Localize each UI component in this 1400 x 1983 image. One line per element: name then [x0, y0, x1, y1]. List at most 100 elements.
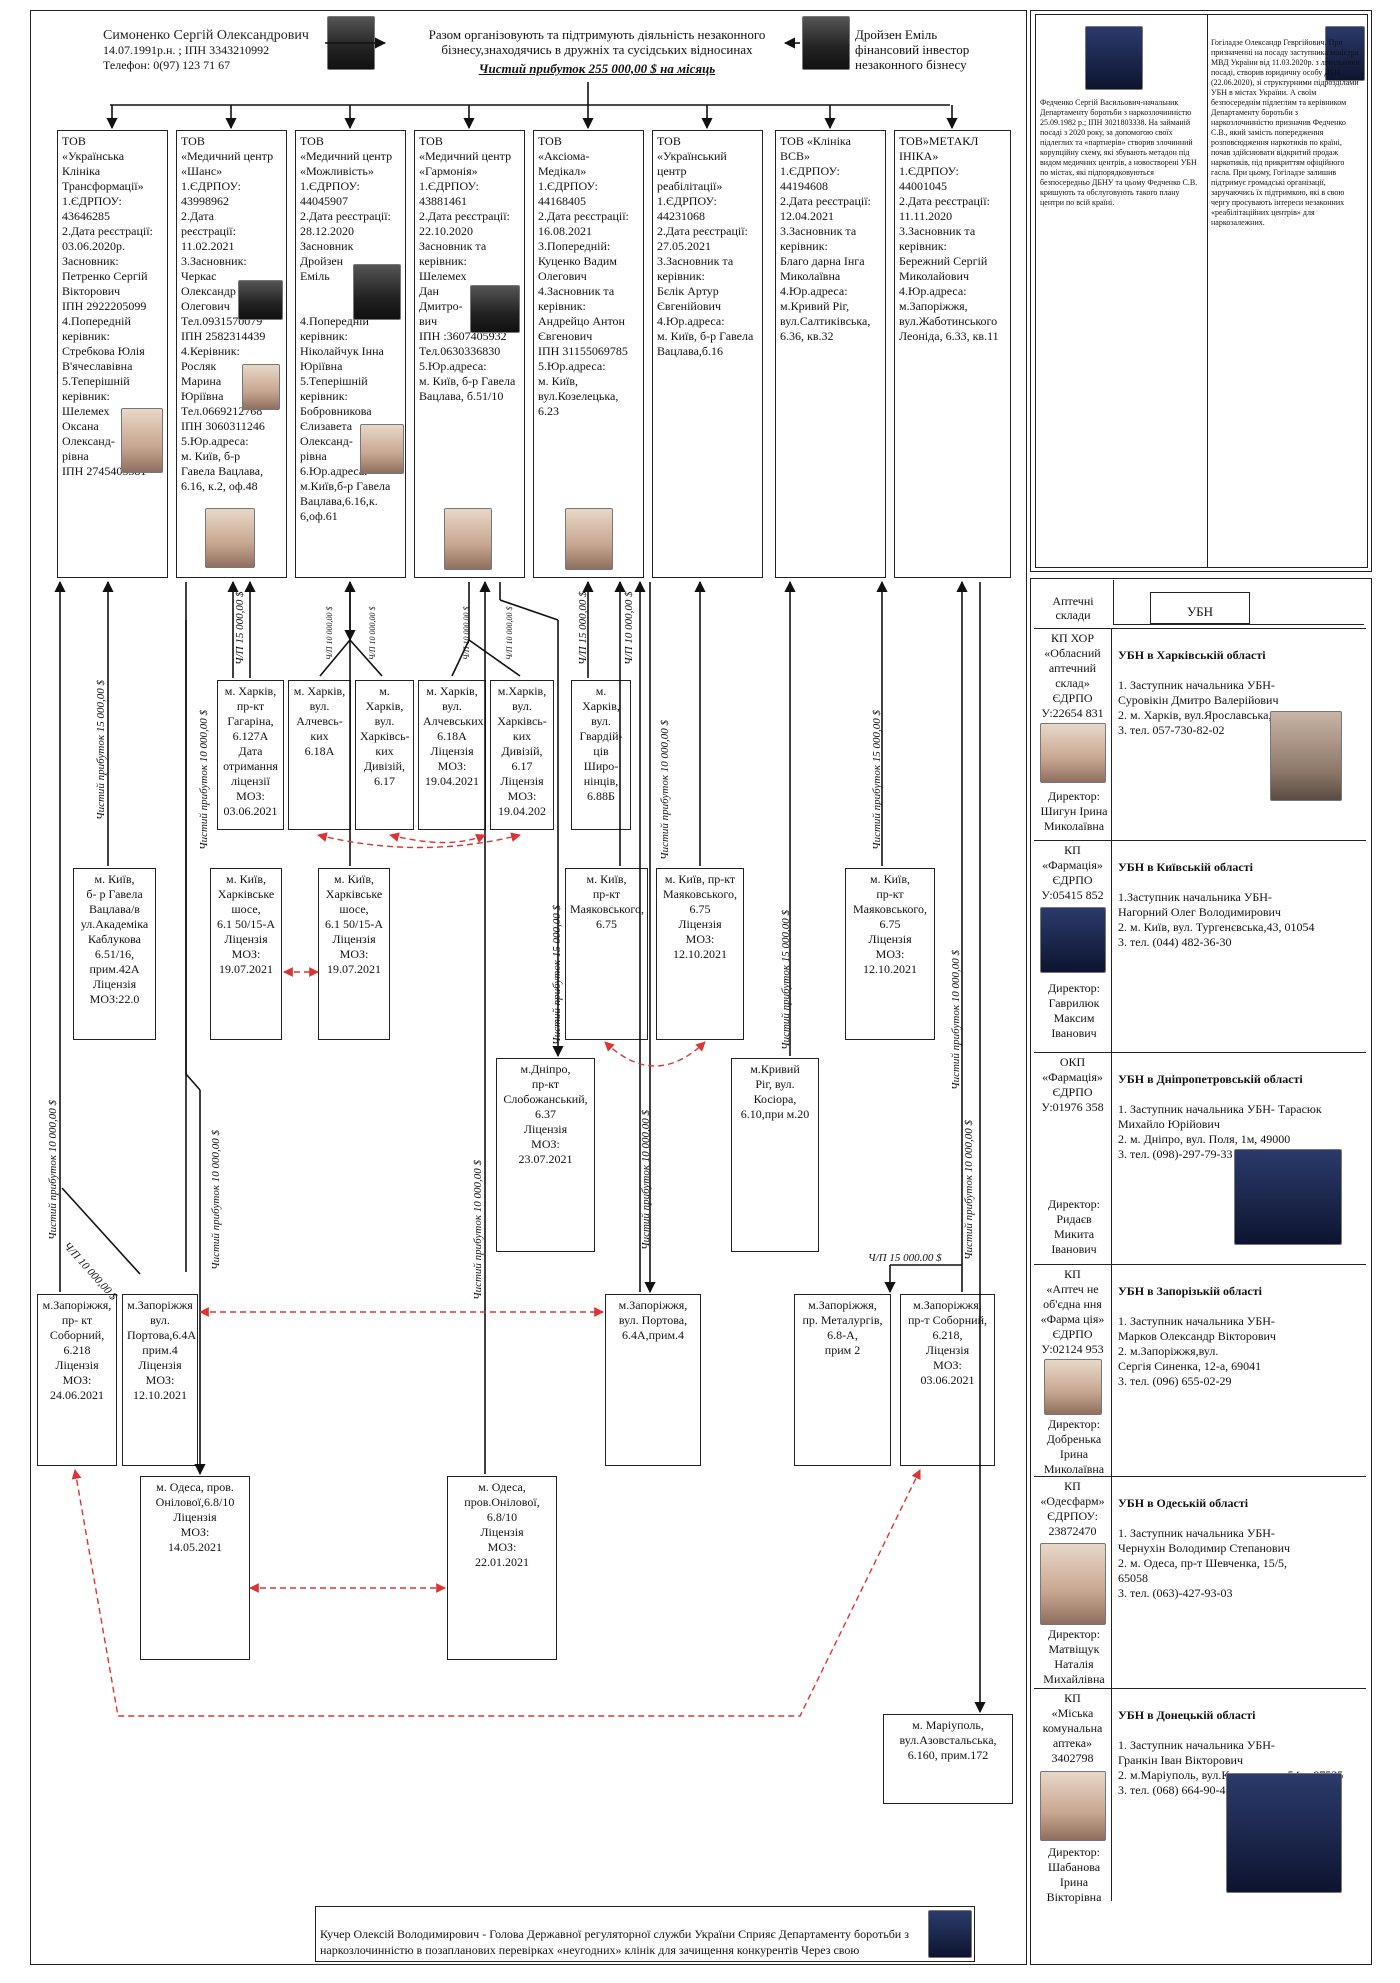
company-photo [205, 508, 255, 568]
director-name: Директор: Добренька Ірина Миколаївна [1043, 1417, 1105, 1476]
clinic-box: м.Запоріжжя, пр. Металургів, 6.8-А, прим… [794, 1294, 891, 1466]
flow-label: Чистий прибуток 15 000,00 $ [780, 909, 792, 1050]
person-left-name: Симоненко Сергій Олександрович [103, 28, 309, 43]
person-right-photo [802, 16, 850, 70]
flow-label: Ч/П 15 000,00 $ [577, 591, 589, 665]
director-photo [1040, 1771, 1106, 1841]
clinic-box: м. Київ, Харківське шосе, 6.1 50/15-А Лі… [318, 868, 390, 1040]
clinic-box: м. Харків, вул. Алчевсь- ких 6.18А [288, 680, 351, 830]
company-photo [353, 264, 401, 320]
flow-label: Чистий прибуток 10 000,00 $ [963, 1119, 975, 1260]
ubn-header-line2 [1113, 624, 1364, 625]
clinic-box: м. Київ, пр-кт Маяковського, 6.75 [565, 868, 648, 1040]
director-photo [1040, 907, 1106, 973]
director-photo [1040, 1543, 1106, 1625]
ubn-header-line [1113, 580, 1114, 624]
ubn-header-col1: Аптечні склади [1052, 594, 1094, 622]
clinic-box: м.Кривий Ріг, вул. Косіора, 6.10,при м.2… [731, 1058, 819, 1252]
ubn-header-col2: УБН [1186, 604, 1214, 619]
director-name: Директор: Гаврилюк Максим Іванович [1047, 981, 1101, 1040]
person-left: Симоненко Сергій Олександрович 14.07.199… [103, 28, 323, 73]
company-photo [238, 280, 283, 320]
clinic-box: м.Дніпро, пр-кт Слобожанський, 6.37 Ліце… [496, 1058, 595, 1252]
clinic-box: м. Харків, вул. Харківсь- ких Дивізій, 6… [355, 680, 414, 830]
company-photo [242, 364, 280, 410]
flow-label: Ч/П 10 000,00 $ [462, 606, 471, 660]
ubn-row-zaporizhzhia: КП «Аптеч не об'єдна ння «Фарма ція» ЄДР… [1034, 1264, 1366, 1477]
flow-label: Ч/П 15 000,00 $ [234, 591, 246, 665]
person-left-dob: 14.07.1991р.н. ; ІПН 3343210992 [103, 43, 270, 57]
ubn-frame [1030, 578, 1372, 1965]
flow-label: Чистий прибуток 10 000,00 $ [47, 1099, 59, 1240]
bottom-text: Кучер Олексій Володимирович - Голова Дер… [320, 1927, 909, 1961]
ubn-body: 1. Заступник начальника УБН- Чернухін Во… [1118, 1526, 1291, 1600]
flow-label: Чистий прибуток 15 000,00 $ [551, 904, 563, 1045]
clinic-box: м.Запоріжжя, пр- кт Соборний, 6.218 Ліце… [37, 1294, 117, 1466]
gogiladze-photo [1325, 26, 1365, 81]
flow-label: Чистий прибуток 10 000,00 $ [210, 1129, 222, 1270]
flow-label: Ч/П 10 000,00 $ [368, 606, 377, 660]
clinic-box: м. Київ, пр-кт Маяковського, 6.75 Ліценз… [656, 868, 744, 1040]
warehouse-name: ОКП «Фармація» ЄДРПО У:01976 358 [1041, 1055, 1104, 1114]
person-right: Дройзен Еміль фінансовий інвестор незако… [855, 27, 1005, 72]
warehouse-name: КП «Одесфарм» ЄДРПОУ: 23872470 [1040, 1479, 1105, 1538]
clinic-box: м.Запоріжжя, вул. Портова, 6.4А,прим.4 [605, 1294, 701, 1466]
director-name: Директор: Шабанова Ірина Вікторівна [1046, 1845, 1102, 1904]
warehouse-name: КП «Аптеч не об'єдна ння «Фарма ція» ЄДР… [1040, 1267, 1105, 1356]
flow-label: Чистий прибуток 10 000,00 $ [198, 709, 210, 850]
company-box: ТОВ «Українська Клініка Трансформації» 1… [57, 130, 168, 578]
company-box: ТОВ»МЕТАКЛ ІНІКА» 1.ЄДРПОУ: 44001045 2.Д… [894, 130, 1011, 578]
deputy-photo [1234, 1149, 1342, 1245]
flow-label: Чистий прибуток 10 000,00 $ [659, 719, 671, 860]
flow-label: Чистий прибуток 10 000,00 $ [950, 949, 962, 1090]
company-photo [565, 508, 613, 570]
clinic-box: м. Харків, пр-кт Гагаріна, 6.127А Дата о… [217, 680, 284, 830]
person-left-phone: Телефон: 0(97) 123 71 67 [103, 58, 231, 72]
ubn-row-odesa: КП «Одесфарм» ЄДРПОУ: 23872470 Директор:… [1034, 1476, 1366, 1689]
fedchenko-photo [1085, 26, 1143, 90]
deputy-photo [1270, 711, 1342, 801]
ubn-header-box [1150, 592, 1250, 624]
company-box: ТОВ «Медичний центр «Можливість» 1.ЄДРПО… [295, 130, 406, 578]
ubn-title: УБН в Запорізькій області [1118, 1284, 1262, 1298]
flow-label: Ч/П 10 000,00 $ [505, 606, 514, 660]
flow-label: Ч/П 10 000,00 $ [325, 606, 334, 660]
kucher-photo [928, 1910, 972, 1958]
right-top-frame [1030, 10, 1372, 572]
warehouse-name: КП «Міська комунальна аптека» 3402798 [1042, 1691, 1103, 1765]
director-name: Директор: Ридаєв Микита Іванович [1047, 1197, 1101, 1256]
gogiladze-text: Гогіладзе Олександр Гевргійович. При при… [1211, 38, 1360, 227]
company-box: ТОВ «Клініка ВСВ» 1.ЄДРПОУ: 44194608 2.Д… [775, 130, 886, 578]
deputy-photo [1226, 1773, 1342, 1893]
director-photo [1040, 723, 1106, 783]
clinic-box: м.Запоріжжя, пр-т Соборний, 6.218, Ліцен… [900, 1294, 995, 1466]
ubn-row-donetsk: КП «Міська комунальна аптека» 3402798 Ди… [1034, 1688, 1366, 1904]
ubn-title: УБН в Донецькій області [1118, 1708, 1256, 1722]
flow-label: Чистий прибуток 15 000,00 $ [95, 679, 107, 820]
clinic-box: м.Харків, вул. Харківсь- ких Дивізій, 6.… [490, 680, 554, 830]
company-box: ТОВ «Медичний центр «Шанс» 1.ЄДРПОУ: 439… [176, 130, 287, 578]
person-right-name: Дройзен Еміль [855, 27, 938, 42]
company-photo [470, 285, 520, 333]
ubn-row-kyiv: КП «Фармація» ЄДРПО У:05415 852 Директор… [1034, 840, 1366, 1053]
ubn-row-dnipro: ОКП «Фармація» ЄДРПО У:01976 358 Директо… [1034, 1052, 1366, 1265]
clinic-box: м. Харків, вул. Алчевських 6.18А Ліцензі… [418, 680, 486, 830]
director-name: Директор: Матвіщук Наталія Михайлівна [1043, 1627, 1105, 1686]
right-top-inner [1035, 14, 1368, 568]
ubn-title: УБН в Дніпропетровській області [1118, 1072, 1303, 1086]
warehouse-name: КП «Фармація» ЄДРПО У:05415 852 [1041, 843, 1104, 902]
right-top-divider [1207, 14, 1208, 568]
person-right-role: фінансовий інвестор незаконного бізнесу [855, 42, 970, 72]
ubn-row-kharkiv: КП ХОР «Обласний аптечний склад» ЄДРПО У… [1034, 628, 1366, 841]
profit-total: Чистий прибуток 255 000,00 $ на місяць [478, 61, 716, 76]
center-text: Разом організовують та підтримують діяль… [428, 27, 766, 57]
ubn-body: 1. Заступник начальника УБН- Тарасюк Мих… [1118, 1102, 1322, 1161]
flow-label: Ч/П 15 000.00 $ [868, 1252, 942, 1264]
director-name: Директор: Шигун Ірина Миколаївна [1040, 789, 1108, 833]
company-box: ТОВ «Аксіома- Медікал» 1.ЄДРПОУ: 4416840… [533, 130, 644, 578]
warehouse-name: КП ХОР «Обласний аптечний склад» ЄДРПО У… [1041, 631, 1104, 720]
flow-label: Ч/П 10 000,00 $ [623, 591, 635, 665]
ubn-body: 1. Заступник начальника УБН- Марков Олек… [1118, 1314, 1276, 1388]
clinic-box: м. Одеса, пров. Онілової,6.8/10 Ліцензія… [140, 1476, 250, 1660]
